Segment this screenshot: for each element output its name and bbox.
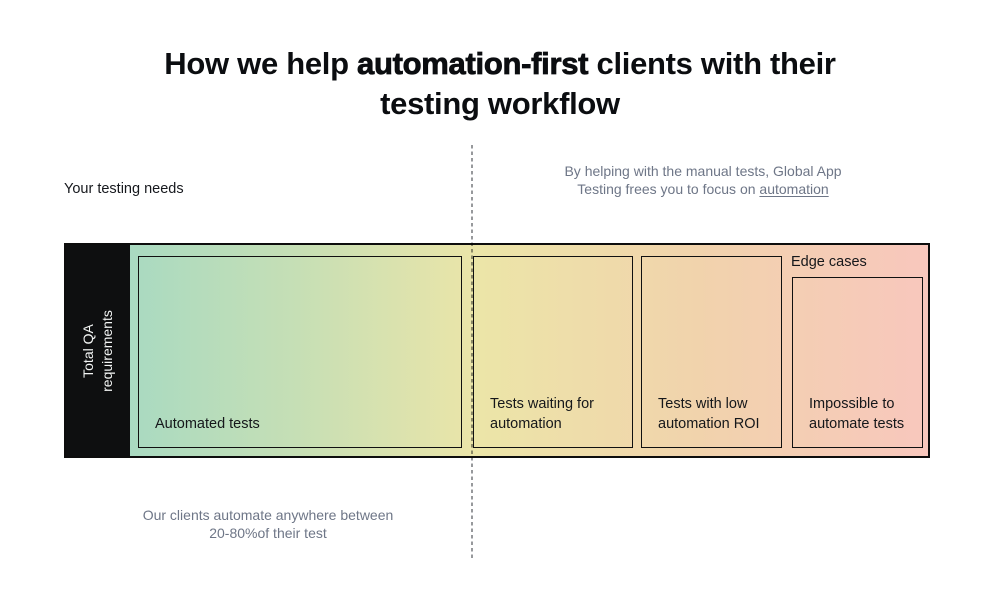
- segment-label: Impossible to automate tests: [809, 396, 905, 432]
- axis-label-line1: Total QA: [80, 323, 97, 378]
- segment-tests-waiting-for-automation: Tests waiting for automation: [473, 256, 633, 448]
- segment-label: Tests with low automation ROI: [658, 396, 760, 432]
- right-note-line2-prefix: Testing frees you to focus on: [577, 180, 760, 197]
- gradient-area: Automated tests Tests waiting for automa…: [130, 245, 928, 456]
- segment-tests-with-low-automation-roi: Tests with low automation ROI: [641, 256, 782, 448]
- automation-link[interactable]: automation: [759, 180, 829, 197]
- axis-label-text: Total QA requirements: [79, 310, 117, 392]
- total-qa-requirements-axis: Total QA requirements: [66, 245, 130, 456]
- title-line1-bold: automation-first: [357, 46, 589, 82]
- segment-label: Automated tests: [155, 416, 260, 432]
- title-line1-after: clients with their: [588, 46, 837, 81]
- right-annotation-note: By helping with the manual tests, Global…: [543, 163, 863, 198]
- bottom-annotation-note: Our clients automate anywhere between 20…: [88, 507, 448, 542]
- title-line1-before: How we help: [164, 46, 358, 81]
- left-annotation-your-testing-needs: Your testing needs: [64, 181, 184, 197]
- qa-requirements-band: Total QA requirements Automated tests Te…: [64, 243, 930, 458]
- segment-automated-tests: Automated tests: [138, 256, 462, 448]
- page-title: How we help automation-first clients wit…: [50, 44, 950, 124]
- title-line2: testing workflow: [380, 86, 620, 121]
- bottom-note-line1: Our clients automate anywhere between: [142, 507, 394, 523]
- segment-label: Tests waiting for automation: [490, 396, 594, 432]
- dashed-vertical-divider: [471, 145, 473, 560]
- edge-cases-group-label: Edge cases: [791, 254, 867, 270]
- bottom-note-line2: 20-80%of their test: [209, 524, 327, 541]
- axis-label-line2: requirements: [99, 309, 116, 392]
- segment-impossible-to-automate-tests: Impossible to automate tests: [792, 277, 923, 448]
- right-note-line1: By helping with the manual tests, Global…: [564, 163, 842, 179]
